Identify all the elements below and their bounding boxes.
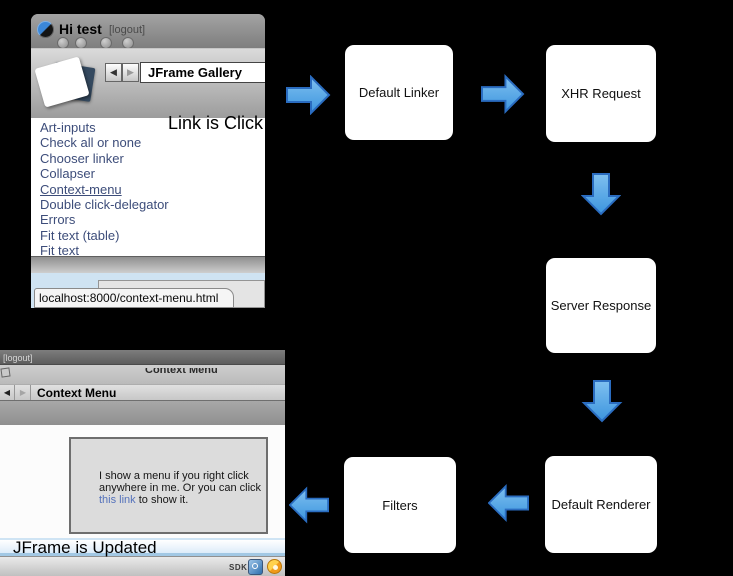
panel-text-line: this link to show it.	[99, 494, 189, 506]
result-titlebar: [logout]	[0, 350, 285, 365]
arrow-right-icon	[481, 74, 525, 114]
browser-title: Hi test	[59, 21, 102, 37]
arrow-down-icon	[581, 173, 621, 216]
logout-link[interactable]: [logout]	[3, 353, 33, 363]
gallery-link-active[interactable]: Context-menu	[40, 181, 122, 197]
gallery-link[interactable]: Collapser	[40, 166, 95, 182]
nav-title: Context Menu	[37, 386, 117, 400]
sdk-label: SDK	[229, 563, 248, 572]
forward-button[interactable]: ▶	[122, 63, 139, 82]
this-link[interactable]: this link	[99, 494, 136, 506]
panel-text-line: I show a menu if you right click	[99, 470, 249, 482]
annotation-jframe-updated: JFrame is Updated	[13, 538, 157, 557]
screenshot-app-icon[interactable]	[248, 559, 263, 575]
result-statusbar: JFrame is Updated	[0, 538, 285, 557]
page-icon	[0, 367, 11, 378]
arrow-left-icon	[488, 483, 529, 523]
browser-toolbar: ◀ ▶ JFrame Gallery	[31, 48, 265, 118]
context-menu-panel[interactable]: I show a menu if you right click anywher…	[69, 437, 268, 534]
window-title-clipped: Context Menu	[145, 368, 218, 376]
panel-text-line: anywhere in me. Or you can click	[99, 482, 262, 494]
gallery-link[interactable]: Check all or none	[40, 135, 142, 151]
swirl-app-icon[interactable]	[267, 559, 282, 574]
content-footer-band	[31, 256, 265, 273]
gallery-link-list: Art-inputs Check all or none Chooser lin…	[31, 118, 265, 256]
arrow-left-icon	[289, 486, 329, 524]
result-navrow: ◀ ▶ Context Menu	[0, 384, 285, 401]
gallery-link[interactable]: Chooser linker	[40, 150, 124, 166]
back-button[interactable]: ◀	[0, 385, 15, 400]
gallery-link[interactable]: Fit text	[40, 243, 80, 256]
app-globe-icon	[37, 21, 54, 38]
gallery-link[interactable]: Double click-delegator	[40, 196, 169, 212]
result-window: [logout] Context Menu ◀ ▶ Context Menu I…	[0, 350, 285, 576]
node-default-linker: Default Linker	[345, 45, 453, 140]
gallery-link[interactable]: Art-inputs	[40, 120, 96, 135]
taskbar: SDK	[0, 556, 285, 576]
node-filters: Filters	[344, 457, 456, 553]
arrow-down-icon	[581, 380, 623, 423]
back-button[interactable]: ◀	[105, 63, 122, 82]
forward-button[interactable]: ▶	[16, 385, 31, 400]
node-server-response: Server Response	[546, 258, 656, 353]
logout-link[interactable]: [logout]	[109, 24, 146, 36]
gallery-dropdown[interactable]: JFrame Gallery	[140, 62, 265, 83]
arrow-right-icon	[286, 75, 331, 115]
gallery-link[interactable]: Fit text (table)	[40, 227, 120, 243]
node-xhr-request: XHR Request	[546, 45, 656, 142]
browser-titlebar: Hi test [logout]	[31, 14, 265, 49]
result-content: I show a menu if you right click anywher…	[0, 425, 285, 538]
gallery-link[interactable]: Errors	[40, 212, 76, 228]
annotation-link-clicked: Link is Click	[168, 113, 264, 133]
node-default-renderer: Default Renderer	[545, 456, 657, 553]
result-toolbar: Context Menu ◀ ▶ Context Menu	[0, 365, 285, 425]
browser-window: Hi test [logout] ◀ ▶ JFrame Gallery Art-…	[31, 14, 265, 308]
status-url: localhost:8000/context-menu.html	[34, 288, 234, 308]
gallery-photos-icon	[34, 56, 99, 115]
